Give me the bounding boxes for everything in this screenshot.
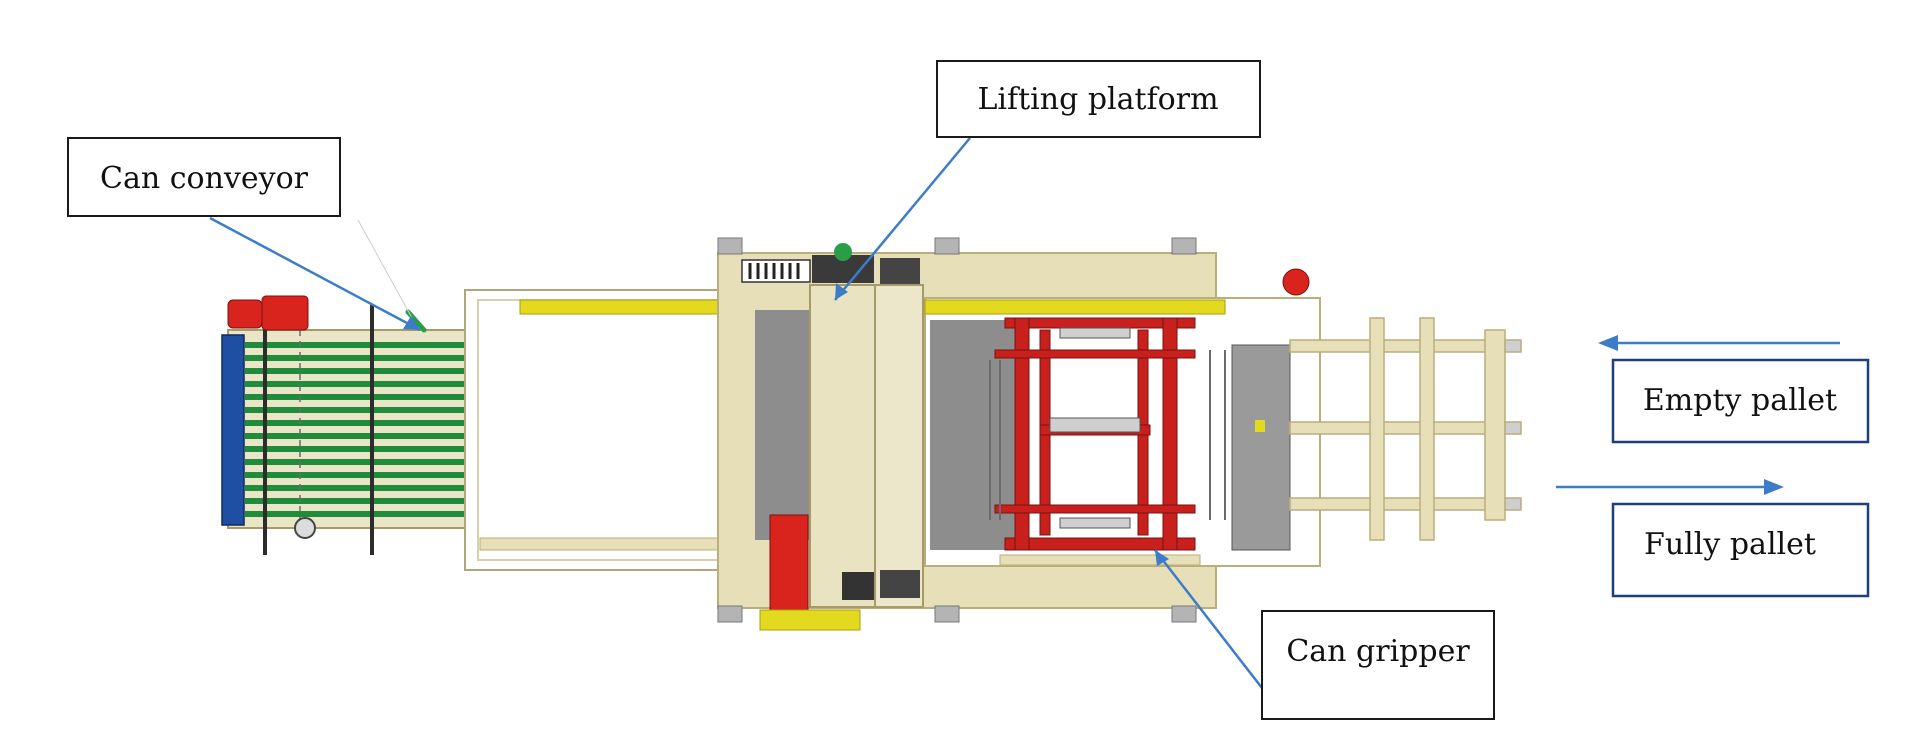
platform-plate-left [755,310,815,540]
can-gripper-assembly [924,268,1321,567]
platform-drive-motor [759,514,861,631]
can-conveyor-label: Can conveyor [67,137,341,217]
lifting-platform-pointer [834,137,971,301]
conveyor-end-roller-left [221,334,245,526]
lifting-platform-text: Lifting platform [977,82,1218,117]
empty-pallet-text: Empty pallet [1643,383,1837,418]
lifting-platform-label: Lifting platform [936,60,1261,138]
fully-pallet-text: Fully pallet [1644,527,1816,562]
fully-pallet-arrow [1556,479,1784,495]
empty-pallet-label: Empty pallet [1611,358,1870,444]
can-gripper-label: Can gripper [1261,610,1495,720]
fully-pallet-label: Fully pallet [1611,502,1870,598]
lifting-column [809,284,876,608]
pallet-conveyor [1289,317,1522,541]
empty-pallet-arrow [1598,335,1840,351]
can-gripper-text: Can gripper [1286,634,1470,669]
callout-pointers [209,137,1263,689]
gripper-yellow-beam [924,299,1226,315]
can-conveyor-text: Can conveyor [100,161,309,196]
conveyor-drive-motor [227,295,309,331]
can-conveyor-pointer [209,216,421,332]
can-gripper-pointer [1154,549,1263,689]
